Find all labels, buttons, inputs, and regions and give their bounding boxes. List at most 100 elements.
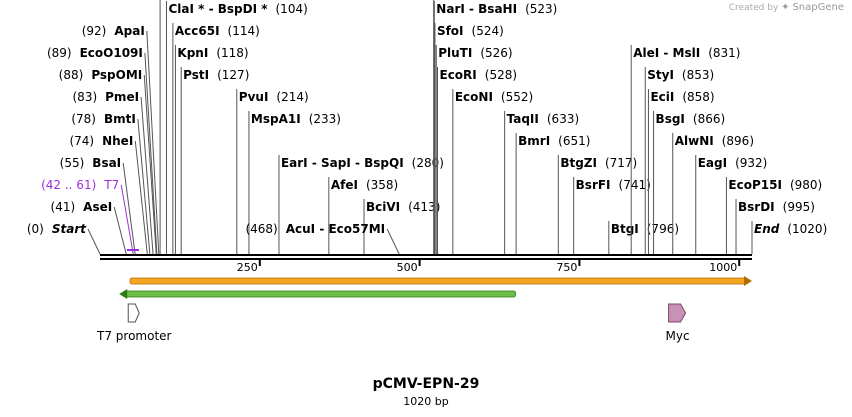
site-econi: EcoNI(552) bbox=[452, 89, 533, 254]
site-label: MspA1I(233) bbox=[251, 112, 341, 126]
credit-brand: SnapGene bbox=[792, 2, 844, 13]
site-end: End(1020) bbox=[751, 221, 827, 254]
site-label: AlwNI(896) bbox=[675, 134, 754, 148]
site-label: PluTI(526) bbox=[438, 46, 512, 60]
site-apai: (92)ApaI bbox=[82, 24, 160, 255]
feature-arrowhead bbox=[744, 276, 752, 286]
leader-line bbox=[144, 52, 158, 255]
ruler-tick-label: 500 bbox=[397, 261, 418, 274]
site-t7: (42 .. 61)T7 bbox=[41, 178, 134, 255]
site-label: TaqII(633) bbox=[507, 112, 580, 126]
site-bsrfi: BsrFI(741) bbox=[573, 177, 651, 254]
site-label: (55)BsaI bbox=[60, 156, 122, 170]
site-styi: StyI(853) bbox=[644, 67, 714, 254]
site-label: (42 .. 61)T7 bbox=[41, 178, 119, 192]
site-label: (468)AcuI - Eco57MI bbox=[245, 222, 385, 236]
enzyme-labels: (0)Start (41)AseI (42 .. 61)T7 (55)BsaI (74)… bbox=[27, 0, 827, 255]
leader-line bbox=[386, 228, 400, 255]
site-nhei: (74)NheI bbox=[69, 134, 148, 255]
backbone bbox=[100, 254, 752, 260]
site-label: PvuI(214) bbox=[239, 90, 309, 104]
site-label: (92)ApaI bbox=[82, 24, 145, 38]
site-label: PstI(127) bbox=[183, 68, 249, 82]
site-sfoi: SfoI(524) bbox=[434, 23, 504, 254]
site-label: SfoI(524) bbox=[437, 24, 504, 38]
snapgene-credit: Created by ✦ SnapGene bbox=[729, 2, 844, 13]
site-label: StyI(853) bbox=[647, 68, 714, 82]
site-kpni: KpnI(118) bbox=[174, 45, 249, 254]
site-label: ClaI * - BspDI *(104) bbox=[168, 2, 307, 16]
site-alwni: AlwNI(896) bbox=[672, 133, 754, 254]
site-pluti: PluTI(526) bbox=[435, 45, 513, 254]
site-bsgi: BsgI(866) bbox=[653, 111, 726, 254]
site-label: BsrFI(741) bbox=[576, 178, 651, 192]
leader-line bbox=[122, 162, 136, 255]
leader-line bbox=[87, 228, 101, 255]
site-kasi: KasI(522) bbox=[433, 0, 435, 254]
leader-line bbox=[140, 96, 154, 255]
site-label: EarI - SapI - BspQI(280) bbox=[281, 156, 444, 170]
features: T7 promoter Myc bbox=[96, 276, 752, 343]
feature-bar bbox=[129, 277, 747, 285]
site-bcivi: BciVI(413) bbox=[363, 199, 440, 254]
leader-line bbox=[134, 140, 148, 255]
leader-line bbox=[137, 118, 151, 255]
site-ecori: EcoRI(528) bbox=[437, 67, 518, 254]
site-label: EciI(858) bbox=[650, 90, 714, 104]
ruler-tick-label: 750 bbox=[556, 261, 577, 274]
site-label: (41)AseI bbox=[51, 200, 113, 214]
site-label: BtgI(796) bbox=[611, 222, 679, 236]
site-label: BsgI(866) bbox=[656, 112, 726, 126]
site-psti: PstI(127) bbox=[180, 67, 249, 254]
leader-line bbox=[120, 184, 134, 255]
ruler-tick-label: 1000 bbox=[709, 261, 737, 274]
site-label: (89)EcoO109I bbox=[47, 46, 143, 60]
site-bsai: (55)BsaI bbox=[60, 156, 136, 255]
ruler: 250 500 750 1000 bbox=[237, 260, 741, 274]
feature-myc: Myc bbox=[666, 303, 690, 343]
site-pmei: (83)PmeI bbox=[73, 90, 154, 255]
tag-icon bbox=[668, 303, 687, 323]
site-asei: (41)AseI bbox=[51, 200, 127, 255]
site-btgi: BtgI(796) bbox=[608, 221, 679, 254]
site-alei-msli: AleI - MslI(831) bbox=[630, 45, 740, 254]
plasmid-size: 1020 bp bbox=[403, 395, 449, 408]
promoter-icon bbox=[127, 303, 140, 323]
site-label: (74)NheI bbox=[69, 134, 133, 148]
primer-bar bbox=[126, 249, 139, 251]
orange-arrow bbox=[129, 276, 752, 286]
site-label: EcoNI(552) bbox=[455, 90, 533, 104]
feature-bar bbox=[124, 290, 516, 298]
snapgene-logo: ✦ bbox=[781, 2, 790, 13]
ruler-tick-label: 250 bbox=[237, 261, 258, 274]
site-label: AfeI(358) bbox=[331, 178, 398, 192]
site-xbai: XbaI(94) bbox=[159, 0, 161, 254]
site-ecoo109i: (89)EcoO109I bbox=[47, 46, 158, 255]
site-label: NarI - BsaHI(523) bbox=[436, 2, 557, 16]
site-label: (78)BmtI bbox=[71, 112, 136, 126]
site-acui-eco57mi: (468)AcuI - Eco57MI bbox=[245, 222, 400, 255]
site-label: EcoRI(528) bbox=[440, 68, 518, 82]
site-label: AleI - MslI(831) bbox=[633, 46, 740, 60]
site-ecii: EciI(858) bbox=[647, 89, 715, 254]
site-start: (0)Start bbox=[27, 222, 101, 255]
site-btgzi: BtgZI(717) bbox=[557, 155, 637, 254]
site-eagi: EagI(932) bbox=[695, 155, 768, 254]
feature-t7-promoter: T7 promoter bbox=[96, 303, 172, 343]
backbone-bottom bbox=[100, 258, 752, 260]
site-label: EcoP15I(980) bbox=[728, 178, 822, 192]
green-arrow bbox=[119, 289, 516, 299]
site-bmti: (78)BmtI bbox=[71, 112, 151, 255]
site-label: BtgZI(717) bbox=[560, 156, 637, 170]
site-bsrdi: BsrDI(995) bbox=[735, 199, 815, 254]
site-label: BsrDI(995) bbox=[738, 200, 815, 214]
site-mspa1i: MspA1I(233) bbox=[248, 111, 341, 254]
site-nari-bsahi: NarI - BsaHI(523) bbox=[433, 1, 557, 254]
site-label: EagI(932) bbox=[698, 156, 768, 170]
credit-prefix: Created by bbox=[728, 3, 779, 13]
site-label: Acc65I(114) bbox=[175, 24, 260, 38]
leader-line bbox=[113, 206, 127, 255]
site-pvui: PvuI(214) bbox=[236, 89, 309, 254]
leader-line bbox=[143, 74, 157, 255]
